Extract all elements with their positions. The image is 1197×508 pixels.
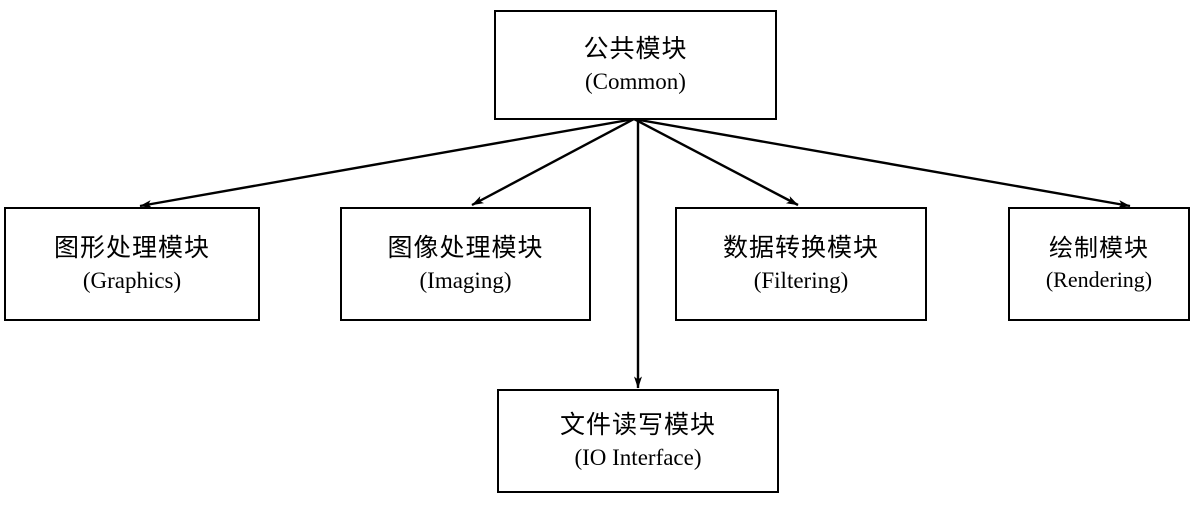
node-imaging-label-en: (Imaging): [419, 267, 512, 293]
edge-common-to-graphics: [139, 117, 635, 208]
node-graphics-label-en: (Graphics): [82, 267, 182, 293]
node-io-interface[interactable]: 文件读写模块 (IO Interface): [497, 389, 779, 493]
node-rendering-label-cn: 绘制模块: [1049, 236, 1149, 263]
node-io-label-en: (IO Interface): [574, 444, 702, 470]
node-filtering[interactable]: 数据转换模块 (Filtering): [675, 207, 927, 321]
edge-common-to-filtering: [633, 117, 799, 207]
node-graphics[interactable]: 图形处理模块 (Graphics): [4, 207, 260, 321]
node-graphics-label-cn: 图形处理模块: [53, 235, 210, 263]
node-rendering[interactable]: 绘制模块 (Rendering): [1008, 207, 1190, 321]
node-imaging-label-cn: 图像处理模块: [387, 235, 544, 263]
node-common-label-cn: 公共模块: [583, 36, 688, 64]
edge-common-to-rendering: [633, 117, 1131, 208]
node-filtering-label-en: (Filtering): [753, 267, 849, 293]
node-io-label-cn: 文件读写模块: [559, 412, 716, 440]
node-rendering-label-en: (Rendering): [1045, 266, 1153, 292]
edge-common-to-imaging: [471, 117, 635, 207]
node-common-label-en: (Common): [585, 68, 686, 94]
node-imaging[interactable]: 图像处理模块 (Imaging): [340, 207, 591, 321]
node-common[interactable]: 公共模块 (Common): [494, 10, 777, 120]
node-filtering-label-cn: 数据转换模块: [722, 235, 879, 263]
